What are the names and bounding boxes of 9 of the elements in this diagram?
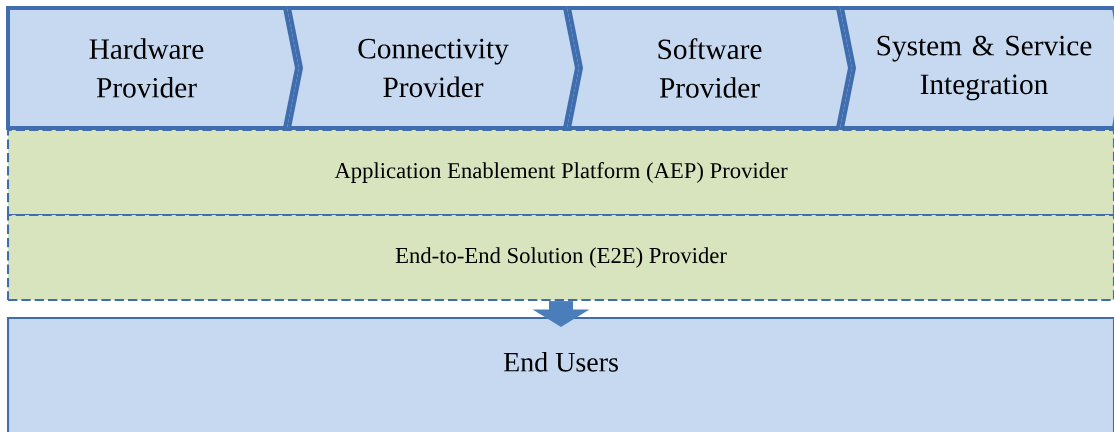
node-label: Application Enablement Platform (AEP) Provider [334, 162, 788, 183]
users-box: End Users [6, 316, 1114, 432]
chevron-box: System & Service Integration [839, 6, 1114, 130]
node-label: System & Service Integration [877, 35, 1092, 101]
layer-band: Application Enablement Platform (AEP) Provider [6, 128, 1114, 217]
chevron-box: Hardware Provider [6, 6, 300, 130]
chevron-box: Connectivity Provider [286, 6, 580, 130]
layer-band: End-to-End Solution (E2E) Provider [6, 213, 1114, 302]
chevron-box: Software Provider [566, 6, 853, 130]
